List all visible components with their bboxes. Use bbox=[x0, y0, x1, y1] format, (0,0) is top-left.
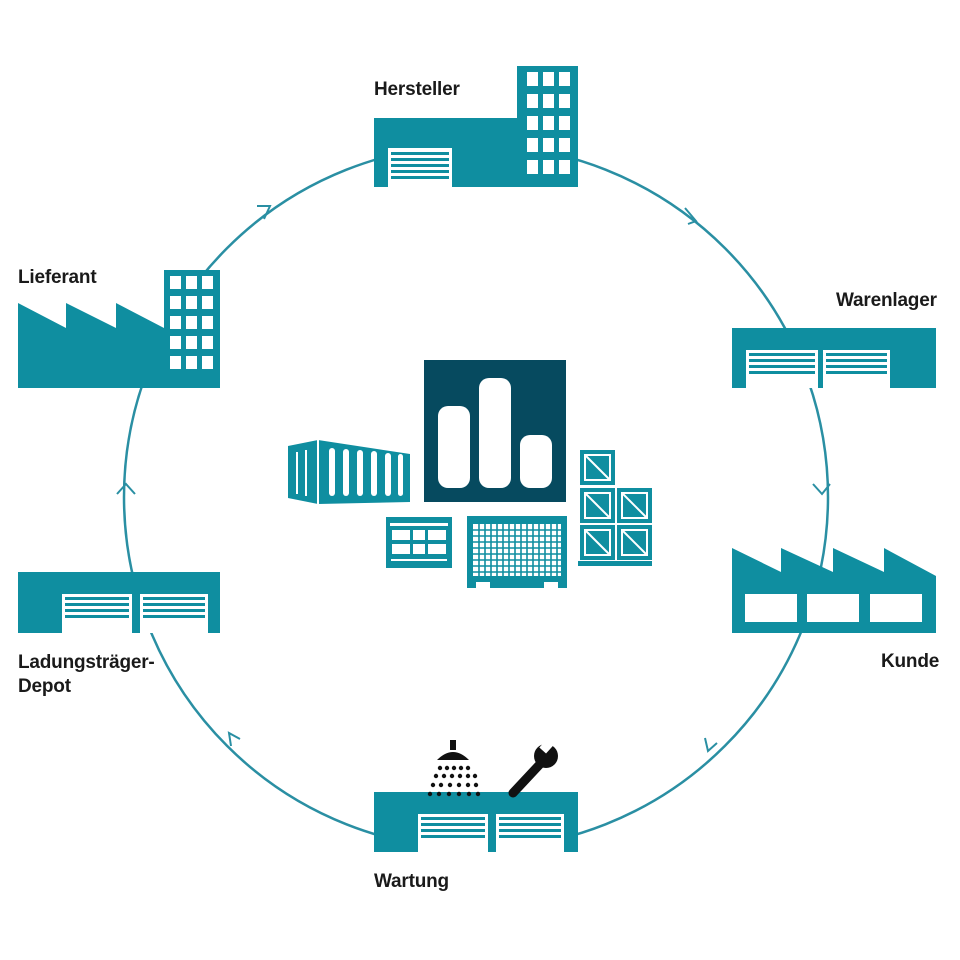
cycle-arrow-left bbox=[116, 482, 136, 495]
shower-icon bbox=[427, 740, 481, 797]
wrench-icon bbox=[508, 737, 558, 798]
warehouse-icon bbox=[732, 328, 936, 388]
wartung-label: Wartung bbox=[374, 871, 449, 892]
sawtooth-factory-icon bbox=[732, 548, 936, 633]
warenlager-label: Warenlager bbox=[836, 290, 937, 311]
lieferant-label: Lieferant bbox=[18, 267, 97, 288]
mesh-cage-icon bbox=[467, 516, 567, 588]
depot-label: Ladungsträger- Depot bbox=[18, 651, 155, 699]
supplier-factory-icon bbox=[18, 270, 220, 388]
cycle-arrow-right bbox=[812, 483, 831, 496]
hersteller-label: Hersteller bbox=[374, 79, 460, 100]
cargo-box-icon bbox=[386, 517, 452, 568]
kunde-label: Kunde bbox=[881, 651, 940, 672]
crate-stack-icon bbox=[578, 450, 652, 566]
maintenance-hall-icon bbox=[374, 792, 578, 852]
logistics-hub-icon bbox=[424, 360, 566, 502]
depot-hall-icon bbox=[18, 572, 220, 633]
shipping-container-icon bbox=[288, 440, 410, 504]
cycle-arrow-top-right bbox=[684, 207, 698, 225]
depot-label-line1: Ladungsträger- bbox=[18, 652, 155, 673]
cycle-arrow-top-left bbox=[257, 205, 272, 220]
cycle-arrow-bottom-right bbox=[704, 737, 718, 753]
cycle-arrow-bottom-left bbox=[227, 731, 241, 747]
factory-with-tower-icon bbox=[374, 66, 578, 187]
depot-label-line2: Depot bbox=[18, 676, 71, 697]
